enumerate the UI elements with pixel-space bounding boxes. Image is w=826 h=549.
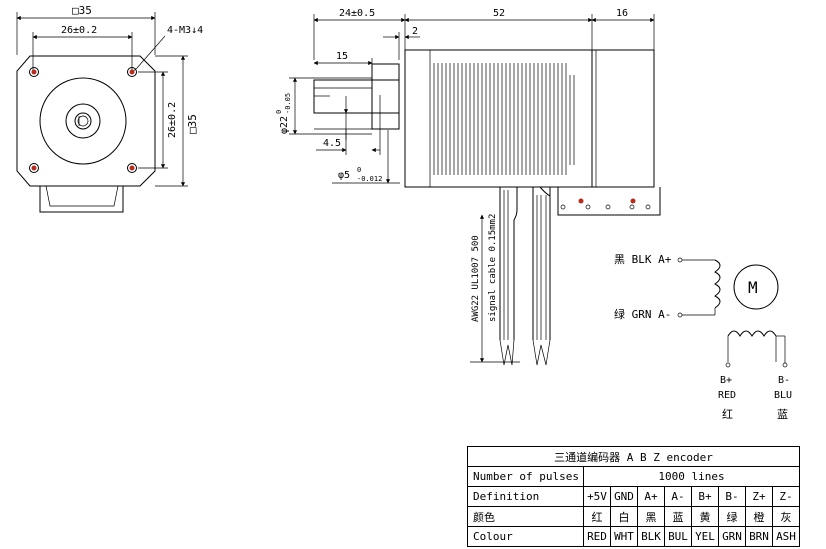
table-cell: Z- — [772, 486, 800, 507]
table-cell: B- — [718, 486, 746, 507]
table-cell: BUL — [664, 526, 692, 547]
table-row: Number of pulses 1000 lines — [467, 466, 800, 487]
dim-2-label: 2 — [412, 26, 418, 37]
boss-diameter-label: φ22 — [279, 116, 290, 134]
motor-symbol-label: M — [748, 278, 758, 297]
front-view: □35 26±0.2 4-M3↓4 26±0.2 — [16, 4, 203, 213]
front-vertical-spacing-label: 26±0.2 — [167, 102, 178, 138]
wire-b-plus-cn: 红 — [722, 408, 733, 421]
table-title: 三通道编码器 A B Z encoder — [467, 446, 800, 467]
table-cell: 橙 — [745, 506, 773, 527]
table-cell: YEL — [691, 526, 719, 547]
table-cell: 黑 — [637, 506, 665, 527]
cable-label-1: AWG22 UL1007 500 — [471, 235, 481, 322]
boss-diameter-tol: -0.05 — [284, 93, 292, 114]
dim-52-label: 52 — [493, 8, 505, 19]
table-row: 三通道编码器 A B Z encoder — [467, 446, 800, 467]
colour-label: Colour — [467, 526, 584, 547]
table-cell: Z+ — [745, 486, 773, 507]
pulses-label: Number of pulses — [467, 466, 584, 487]
wire-b-plus-color: RED — [718, 390, 736, 401]
table-cell: BRN — [745, 526, 773, 547]
wire-b-minus-label: B- — [778, 375, 790, 386]
wire-b-plus-label: B+ — [720, 375, 732, 386]
motor-symbol — [733, 264, 779, 310]
pulses-value: 1000 lines — [583, 466, 800, 487]
encoder-spec-table: 三通道编码器 A B Z encoder Number of pulses 10… — [467, 446, 800, 547]
table-cell: 白 — [610, 506, 638, 527]
table-cell: GRN — [718, 526, 746, 547]
definition-label: Definition — [467, 486, 584, 507]
dim-4-5-label: 4.5 — [323, 138, 341, 149]
front-square-label: □35 — [72, 4, 92, 17]
shaft-diameter-tol: -0.012 — [357, 175, 382, 183]
cable-label-2: signal cable 0.15mm2 — [488, 214, 498, 322]
dim-16-label: 16 — [616, 8, 628, 19]
front-vertical-square-label: □35 — [186, 114, 199, 134]
dim-24-label: 24±0.5 — [339, 8, 375, 19]
color-cn-label: 颜色 — [467, 506, 584, 527]
table-cell: WHT — [610, 526, 638, 547]
table-cell: GND — [610, 486, 638, 507]
table-cell: 绿 — [718, 506, 746, 527]
front-hole-spacing-label: 26±0.2 — [61, 25, 97, 36]
table-cell: 红 — [583, 506, 611, 527]
table-cell: ASH — [772, 526, 800, 547]
shaft-diameter-tol-top: 0 — [357, 166, 361, 174]
table-cell: 灰 — [772, 506, 800, 527]
table-cell: 蓝 — [664, 506, 692, 527]
wire-a-plus-label: 黑 BLK A+ — [614, 253, 672, 266]
table-row: Colour RED WHT BLK BUL YEL GRN BRN ASH — [467, 526, 800, 547]
wire-b-minus-cn: 蓝 — [777, 408, 788, 421]
table-row: 颜色 红 白 黑 蓝 黄 绿 橙 灰 — [467, 506, 800, 527]
boss-diameter-tol-top: 0 — [275, 110, 283, 114]
table-cell: BLK — [637, 526, 665, 547]
wiring-diagram: 黑 BLK A+ 绿 GRN A- M B+ RED 红 B- BLU 蓝 — [614, 253, 792, 421]
table-cell: A- — [664, 486, 692, 507]
shaft-diameter-label: φ5 — [338, 170, 350, 181]
table-cell: +5V — [583, 486, 611, 507]
table-cell: RED — [583, 526, 611, 547]
table-cell: A+ — [637, 486, 665, 507]
wire-a-minus-label: 绿 GRN A- — [614, 307, 671, 321]
table-cell: B+ — [691, 486, 719, 507]
dim-15-label: 15 — [336, 51, 348, 62]
table-row: Definition +5V GND A+ A- B+ B- Z+ Z- — [467, 486, 800, 507]
front-screw-label: 4-M3↓4 — [167, 25, 203, 36]
table-cell: 黄 — [691, 506, 719, 527]
cooling-fins — [429, 50, 575, 187]
side-view: 24±0.5 52 16 2 15 4.5 φ22 0 -0.05 — [275, 8, 661, 366]
wire-b-minus-color: BLU — [774, 390, 792, 401]
